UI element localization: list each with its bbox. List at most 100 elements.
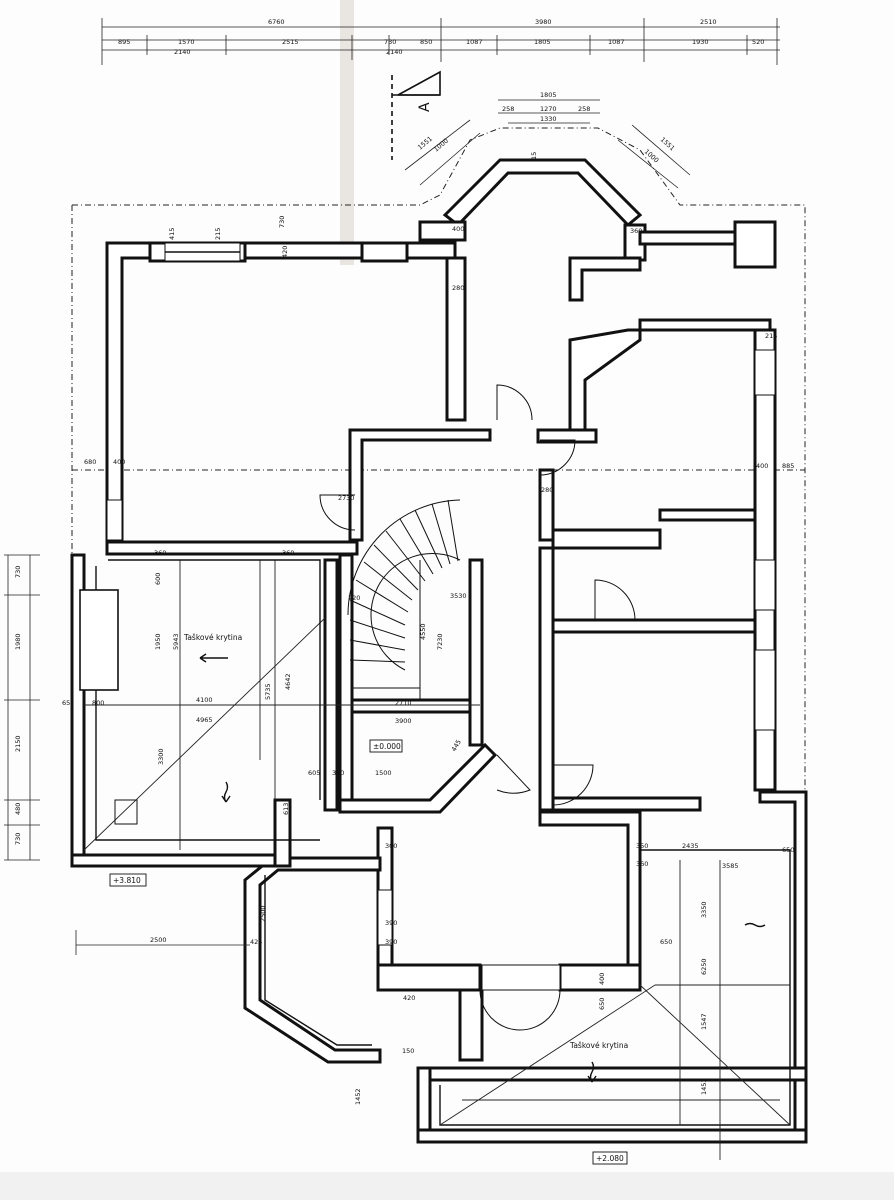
level-box-3 — [592, 1151, 628, 1165]
left-roof-hatch — [79, 559, 480, 851]
bottom-margin — [0, 1172, 894, 1200]
dim-top-r2-9: 520 — [752, 38, 764, 46]
dim-top-r3-1: 2140 — [386, 48, 403, 56]
misc-dim-24: 360 — [282, 549, 294, 557]
section-marker-a: A — [391, 70, 441, 160]
misc-dimension-labels: 415 215 730 420 400 280 360 215 680 400 … — [62, 216, 794, 1105]
dim-top-r2-0: 895 — [118, 38, 130, 46]
misc-dim-15: 400 — [113, 458, 125, 466]
doors — [319, 384, 636, 1031]
misc-dim-29: 4642 — [284, 673, 292, 690]
bay-dim-1: 258 — [502, 105, 514, 113]
bay-dim-4: 1330 — [540, 115, 557, 123]
misc-dim-66: 1453 — [700, 1078, 708, 1095]
left-dim-2: 2150 — [14, 735, 22, 752]
misc-dim-16: 400 — [756, 462, 768, 470]
misc-dim-58: 3585 — [722, 862, 739, 870]
dim-top-r2-7: 1087 — [608, 38, 625, 46]
left-dim-3: 480 — [14, 803, 22, 815]
misc-dim-67: 400 — [598, 973, 606, 985]
dim-top-r2-1: 1570 — [178, 38, 195, 46]
misc-dim-41: 7230 — [436, 633, 444, 650]
misc-dim-60: 360 — [636, 860, 648, 868]
misc-dim-48: 390 — [385, 919, 397, 927]
misc-dim-39: 3530 — [450, 592, 467, 600]
bay-dim-3: 258 — [578, 105, 590, 113]
misc-dim-63: 3350 — [700, 901, 708, 918]
misc-dim-50: 425 — [250, 938, 262, 946]
misc-dim-3: 420 — [281, 246, 289, 258]
roof-eaves-outline — [71, 127, 806, 790]
misc-dim-2: 730 — [278, 216, 286, 228]
left-dimension-chain: 730 1980 2150 480 730 — [4, 554, 40, 861]
dim-3363: 2500 — [150, 936, 167, 944]
misc-dim-34: 3300 — [157, 748, 165, 765]
misc-dim-40: 4550 — [419, 623, 427, 640]
dim-top-r3-0: 2140 — [174, 48, 191, 56]
misc-dim-4: 400 — [452, 225, 464, 233]
left-dim-1: 1980 — [14, 633, 22, 650]
section-letter: A — [417, 102, 433, 112]
roof-label-right: Taškové krytina — [569, 1041, 628, 1050]
misc-dim-47: 300 — [385, 842, 397, 850]
misc-dim-62: 650 — [660, 938, 672, 946]
misc-dim-1: 215 — [214, 228, 222, 240]
dim-top-1: 6760 — [268, 18, 285, 26]
misc-dim-25: 600 — [154, 573, 162, 585]
misc-dim-37: 613 — [282, 803, 290, 815]
misc-dim-57: 2435 — [682, 842, 699, 850]
misc-dim-14: 680 — [84, 458, 96, 466]
dim-top-r2-4: 850 — [420, 38, 432, 46]
misc-dim-38: 1500 — [375, 769, 392, 777]
windows — [106, 242, 776, 991]
misc-dim-31: 4965 — [196, 716, 213, 724]
dim-top-r2-3: 730 — [384, 38, 396, 46]
level-box-2 — [369, 739, 403, 753]
dim-top-r2-6: 1805 — [534, 38, 551, 46]
level-3810: +3.810 — [113, 876, 141, 885]
misc-dim-59: 350 — [636, 842, 648, 850]
bay-dim-2: 1270 — [540, 105, 557, 113]
bay-dim-13: 15 — [530, 152, 538, 160]
misc-dim-61: 650 — [782, 846, 794, 854]
level-2080: +2.080 — [596, 1154, 624, 1163]
misc-dim-6: 360 — [630, 227, 642, 235]
misc-dim-33: 65 — [62, 699, 70, 707]
misc-dim-13: 215 — [765, 332, 777, 340]
misc-dim-17: 885 — [782, 462, 794, 470]
dim-top-3: 2510 — [700, 18, 717, 26]
dim-top-2: 3980 — [535, 18, 552, 26]
misc-dim-42: 2710 — [395, 699, 412, 707]
roof-label-left: Taškové krytina — [183, 633, 242, 642]
level-0000: ±0.000 — [373, 742, 401, 751]
right-roof-hatch — [439, 860, 791, 1160]
walls — [70, 158, 808, 1144]
level-box-1 — [109, 873, 147, 887]
misc-dim-0: 415 — [168, 228, 176, 240]
misc-dim-21: 280 — [541, 486, 553, 494]
left-dim-0: 730 — [14, 566, 22, 578]
misc-dim-49: 390 — [385, 938, 397, 946]
top-dimension-chains: 6760 3980 2510 895 1570 2515 730 850 108… — [101, 18, 780, 65]
bay-dim-0: 1805 — [540, 91, 557, 99]
misc-dim-51b: 2500 — [259, 905, 267, 922]
lower-left-dimension: 2500 — [75, 930, 250, 955]
dim-top-r2-8: 1930 — [692, 38, 709, 46]
misc-dim-43: 3900 — [395, 717, 412, 725]
misc-dim-69: 1452 — [354, 1088, 362, 1105]
misc-dim-32: 800 — [92, 699, 104, 707]
misc-dim-23: 360 — [154, 549, 166, 557]
level-markers: +3.810 ±0.000 +2.080 — [109, 739, 628, 1165]
misc-dim-5: 280 — [452, 284, 464, 292]
misc-dim-36: 360 — [332, 769, 344, 777]
misc-dim-53: 420 — [403, 994, 415, 1002]
left-dim-4: 730 — [14, 833, 22, 845]
misc-dim-55: 150 — [402, 1047, 414, 1055]
dim-top-r2-2: 2515 — [282, 38, 299, 46]
misc-dim-27: 5943 — [172, 633, 180, 650]
misc-dim-64: 6250 — [700, 958, 708, 975]
misc-dim-19: 2730 — [338, 494, 355, 502]
misc-dim-45: 220 — [348, 594, 360, 602]
